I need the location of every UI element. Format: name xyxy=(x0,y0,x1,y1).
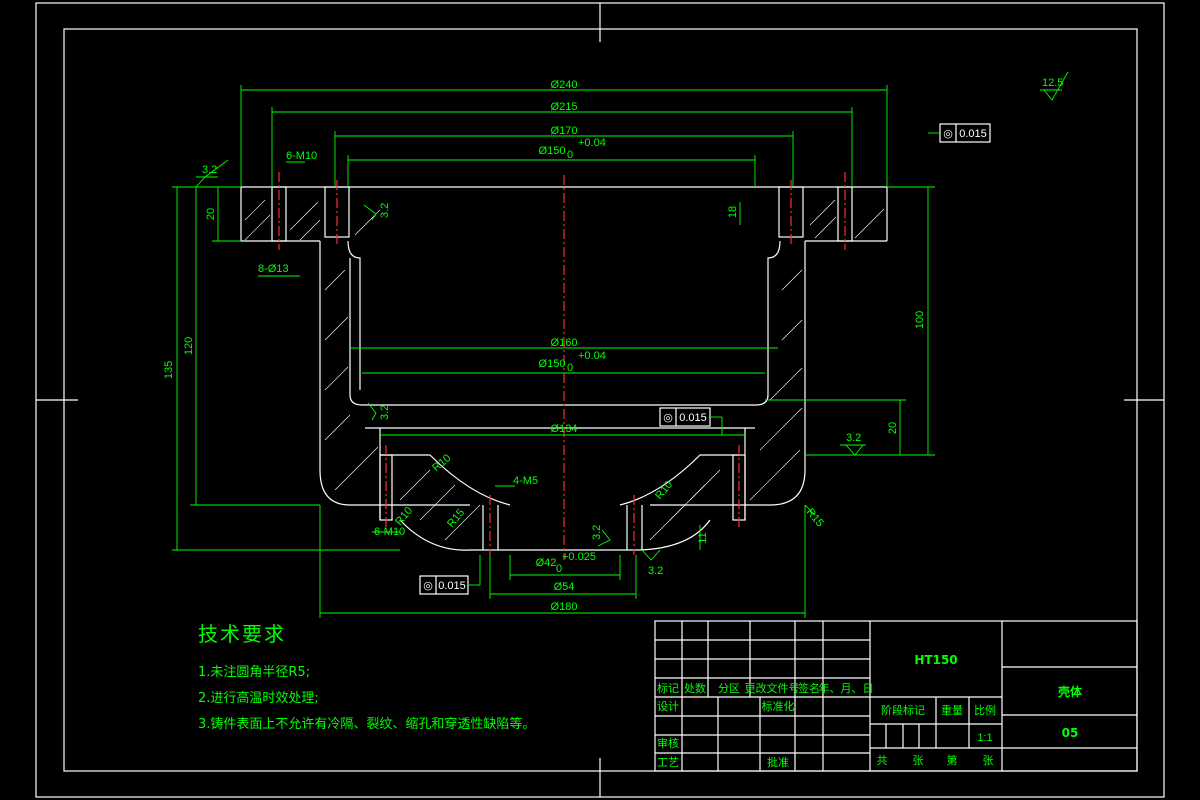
dim-len-11: 11 xyxy=(697,532,709,543)
dim-d54: Ø54 xyxy=(554,581,575,593)
drawing-frame xyxy=(35,2,1165,798)
dim-len-18: 18 xyxy=(727,206,739,218)
notes-title: 技术要求 xyxy=(198,622,286,646)
dim-len-135: 135 xyxy=(163,361,175,379)
tolerance-top-value: 0.015 xyxy=(959,128,987,140)
tolerance-mid-value: 0.015 xyxy=(679,412,707,424)
dim-r10-c: R10 xyxy=(653,479,675,502)
dim-tol-top-upper: +0.04 xyxy=(578,137,606,149)
row-design: 设计 xyxy=(657,700,679,713)
dim-d215: Ø215 xyxy=(551,101,578,113)
tolerance-frame-mid xyxy=(659,407,723,435)
title-block xyxy=(654,620,1138,772)
dim-len-120: 120 xyxy=(183,337,195,355)
note-item-3: 3.铸件表面上不允许有冷隔、裂纹、缩孔和穿透性缺陷等。 xyxy=(198,717,536,732)
header-count: 处数 xyxy=(684,682,706,695)
roughness-bore-top: 3.2 xyxy=(379,203,391,218)
dim-d180: Ø180 xyxy=(551,601,578,613)
dim-len-20-left: 20 xyxy=(205,208,217,220)
technical-requirements: 技术要求 1.未注圆角半径R5; 2.进行高温时效处理; 3.铸件表面上不允许有… xyxy=(198,618,535,739)
dim-d150-mid: Ø150 xyxy=(539,358,566,370)
header-mark: 标记 xyxy=(657,681,679,695)
dim-tol-mid-upper: +0.04 xyxy=(578,350,606,362)
dim-d134: Ø134 xyxy=(551,423,578,435)
sheets-unit-2: 张 xyxy=(983,754,994,767)
note-item-2: 2.进行高温时效处理; xyxy=(198,691,319,706)
title-part-name: 壳体 xyxy=(1057,684,1083,699)
dim-r10-b: R10 xyxy=(393,505,415,528)
dim-d150-top: Ø150 xyxy=(539,145,566,157)
title-scale: 1:1 xyxy=(977,732,992,744)
dim-thread-small: 4-M5 xyxy=(513,475,538,487)
title-drawing-no: 05 xyxy=(1062,726,1079,740)
roughness-symbols xyxy=(195,71,1069,561)
tolerance-bottom-value: 0.015 xyxy=(438,580,466,592)
dim-d170: Ø170 xyxy=(551,125,578,137)
dim-r15-a: R15 xyxy=(445,507,467,530)
dim-len-100: 100 xyxy=(914,311,926,329)
sheets-unit-1: 张 xyxy=(913,754,924,767)
row-standard: 标准化 xyxy=(762,699,795,713)
row-approve: 批准 xyxy=(767,755,789,769)
dim-tol-mid-lower: 0 xyxy=(567,362,573,374)
dimension-lines xyxy=(172,85,935,618)
header-date: 年、月、日 xyxy=(819,681,874,695)
dim-d160: Ø160 xyxy=(551,337,578,349)
roughness-bottom-right: 3.2 xyxy=(648,565,663,577)
section-hatching xyxy=(244,199,885,541)
dim-tol-top-lower: 0 xyxy=(567,149,573,161)
dim-thread-bottom: 6-M10 xyxy=(374,526,405,538)
dim-len-20-right: 20 xyxy=(887,422,899,434)
dim-r10-a: R10 xyxy=(430,452,453,474)
tolerance-bottom-symbol: ◎ xyxy=(423,580,433,592)
dim-d240: Ø240 xyxy=(551,79,578,91)
tolerance-frame-bottom xyxy=(419,555,481,595)
stage-mark-label: 阶段标记 xyxy=(881,703,925,717)
dim-d42: Ø42 xyxy=(536,557,557,569)
roughness-flange-top: 3.2 xyxy=(202,164,217,176)
centerlines xyxy=(278,172,846,560)
header-zone: 分区 xyxy=(718,682,740,695)
roughness-right-face: 3.2 xyxy=(846,432,861,444)
dim-tol-42-lower: 0 xyxy=(556,563,562,575)
dim-holes-flange: 8-Ø13 xyxy=(258,263,289,275)
dim-thread-top: 6-M10 xyxy=(286,150,317,162)
part-outline xyxy=(240,186,888,551)
row-review: 审核 xyxy=(657,736,679,750)
roughness-bottom-left: 3.2 xyxy=(591,525,603,540)
tolerance-mid-symbol: ◎ xyxy=(663,412,673,424)
title-material: HT150 xyxy=(914,653,957,667)
row-process: 工艺 xyxy=(657,756,679,769)
dim-tol-42-upper: +0.025 xyxy=(562,551,596,563)
header-change-doc: 更改文件号 xyxy=(745,681,800,695)
tolerance-frame-top xyxy=(928,123,991,143)
sheets-total: 共 xyxy=(877,754,888,767)
roughness-general: 12.5 xyxy=(1042,77,1063,89)
weight-label: 重量 xyxy=(941,703,963,717)
tolerance-top-symbol: ◎ xyxy=(943,128,953,140)
roughness-bore-mid: 3.2 xyxy=(379,405,391,420)
note-item-1: 1.未注圆角半径R5; xyxy=(198,665,311,680)
header-sign: 签名 xyxy=(798,681,820,695)
dim-r15-b: R15 xyxy=(804,506,826,529)
sheets-no: 第 xyxy=(947,753,958,767)
scale-label: 比例 xyxy=(974,703,996,717)
